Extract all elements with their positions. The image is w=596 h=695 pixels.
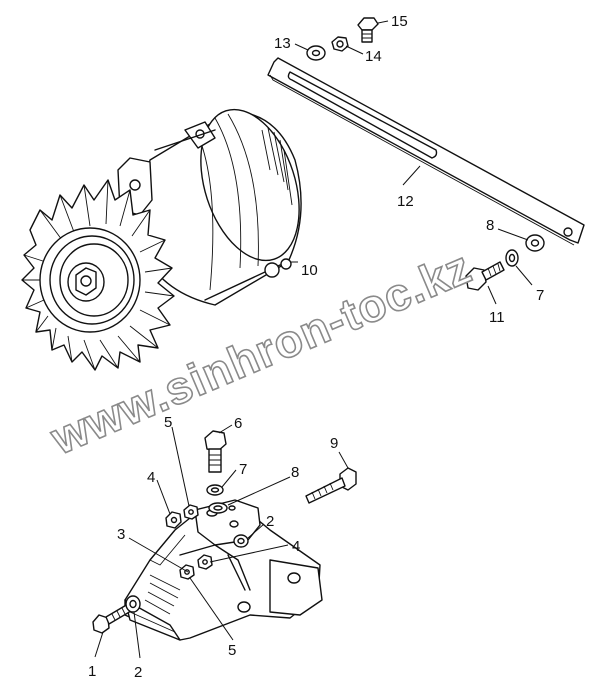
callout-8: 8 <box>291 464 299 481</box>
washer-2-left <box>125 595 141 613</box>
lock-washer-7-top <box>505 249 519 267</box>
callout-4-left: 4 <box>147 469 155 486</box>
callout-13: 13 <box>274 35 291 52</box>
callout-11: 11 <box>489 309 505 326</box>
callouts: 15 13 14 12 10 8 7 11 6 5 9 7 4 8 2 3 4 … <box>88 13 544 681</box>
callout-14: 14 <box>365 48 382 65</box>
callout-15: 15 <box>391 13 408 30</box>
nut-4-right <box>197 554 213 570</box>
bolt-6 <box>204 430 227 473</box>
callout-2-left: 2 <box>134 664 142 681</box>
bolt-9 <box>305 467 357 504</box>
leader-lines <box>94 20 533 659</box>
nut-14 <box>331 36 349 52</box>
mounting-bracket <box>124 499 323 641</box>
alternator <box>21 108 302 371</box>
lock-washer-7 <box>206 484 224 496</box>
washer-8 <box>208 502 228 514</box>
callout-5-bottom: 5 <box>228 642 236 659</box>
callout-5-top: 5 <box>164 414 172 431</box>
callout-8-top: 8 <box>486 217 494 234</box>
callout-6: 6 <box>234 415 242 432</box>
callout-10: 10 <box>301 262 318 279</box>
washer-8-top <box>525 234 545 252</box>
callout-4-right: 4 <box>292 538 300 555</box>
bolt-11 <box>465 261 505 291</box>
washer-2-right <box>233 534 249 548</box>
nut-5-top <box>183 504 199 520</box>
callout-7-top: 7 <box>536 287 544 304</box>
bolt-1 <box>92 603 132 634</box>
callout-1: 1 <box>88 663 96 680</box>
bolt-15 <box>357 17 379 43</box>
callout-3: 3 <box>117 526 125 543</box>
callout-2-right: 2 <box>266 513 274 530</box>
washer-13 <box>306 45 326 61</box>
nut-4-left <box>165 511 182 529</box>
callout-12: 12 <box>397 193 414 210</box>
pulley <box>39 227 141 333</box>
callout-7: 7 <box>239 461 247 478</box>
callout-9: 9 <box>330 435 338 452</box>
tension-strap <box>267 57 585 246</box>
